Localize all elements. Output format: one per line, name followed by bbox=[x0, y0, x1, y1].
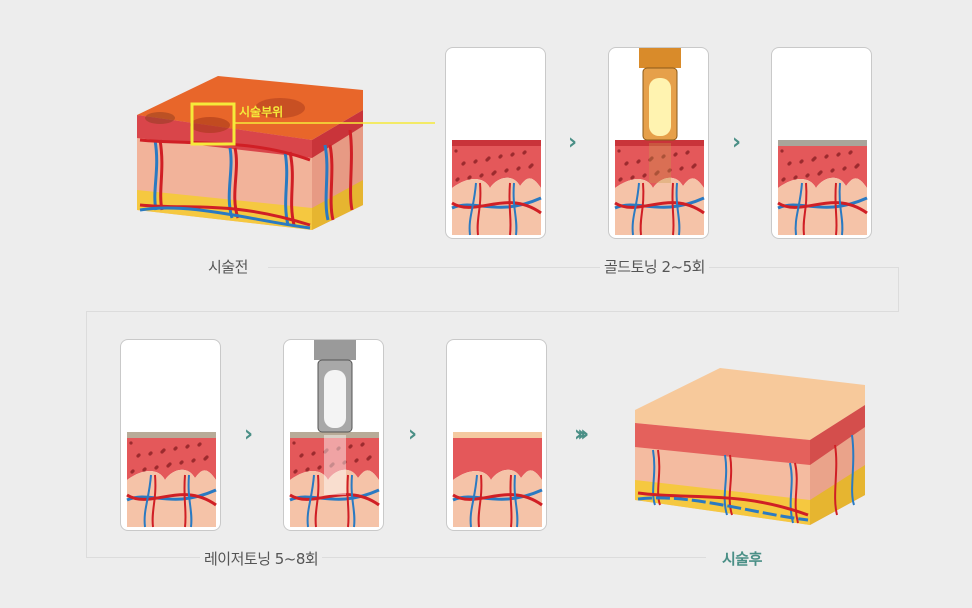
gold-toning-label: 골드토닝 2~5회 bbox=[600, 258, 709, 276]
skin-section bbox=[451, 140, 542, 236]
skin-section bbox=[452, 432, 543, 528]
after-label: 시술후 bbox=[718, 550, 766, 568]
triple-chevron-right-icon: ››› bbox=[574, 422, 589, 447]
connector-line bbox=[898, 267, 899, 312]
treatment-area-label: 시술부위 bbox=[239, 105, 284, 119]
gold-toning-step-1-card bbox=[445, 47, 546, 239]
before-label: 시술전 bbox=[204, 258, 252, 276]
chevron-right-icon: › bbox=[732, 130, 742, 155]
chevron-right-icon: › bbox=[568, 130, 578, 155]
connector-line bbox=[268, 267, 898, 268]
gold-toning-step-2-card bbox=[608, 47, 709, 239]
chevron-right-icon: › bbox=[244, 422, 254, 447]
laser-toning-step-3-card bbox=[446, 339, 547, 531]
laser-toning-label: 레이저토닝 5~8회 bbox=[200, 550, 323, 568]
gold-toning-step-3-card bbox=[771, 47, 872, 239]
skin-before-cube bbox=[137, 76, 435, 230]
chevron-right-icon: › bbox=[408, 422, 418, 447]
laser-toning-step-2-card bbox=[283, 339, 384, 531]
connector-line bbox=[86, 311, 87, 558]
connector-line bbox=[86, 557, 706, 558]
skin-section bbox=[777, 140, 868, 236]
skin-after-cube bbox=[635, 368, 865, 525]
skin-section bbox=[126, 432, 217, 528]
connector-line bbox=[86, 311, 899, 312]
skin-section bbox=[614, 48, 705, 236]
laser-toning-step-1-card bbox=[120, 339, 221, 531]
skin-section bbox=[289, 340, 380, 528]
